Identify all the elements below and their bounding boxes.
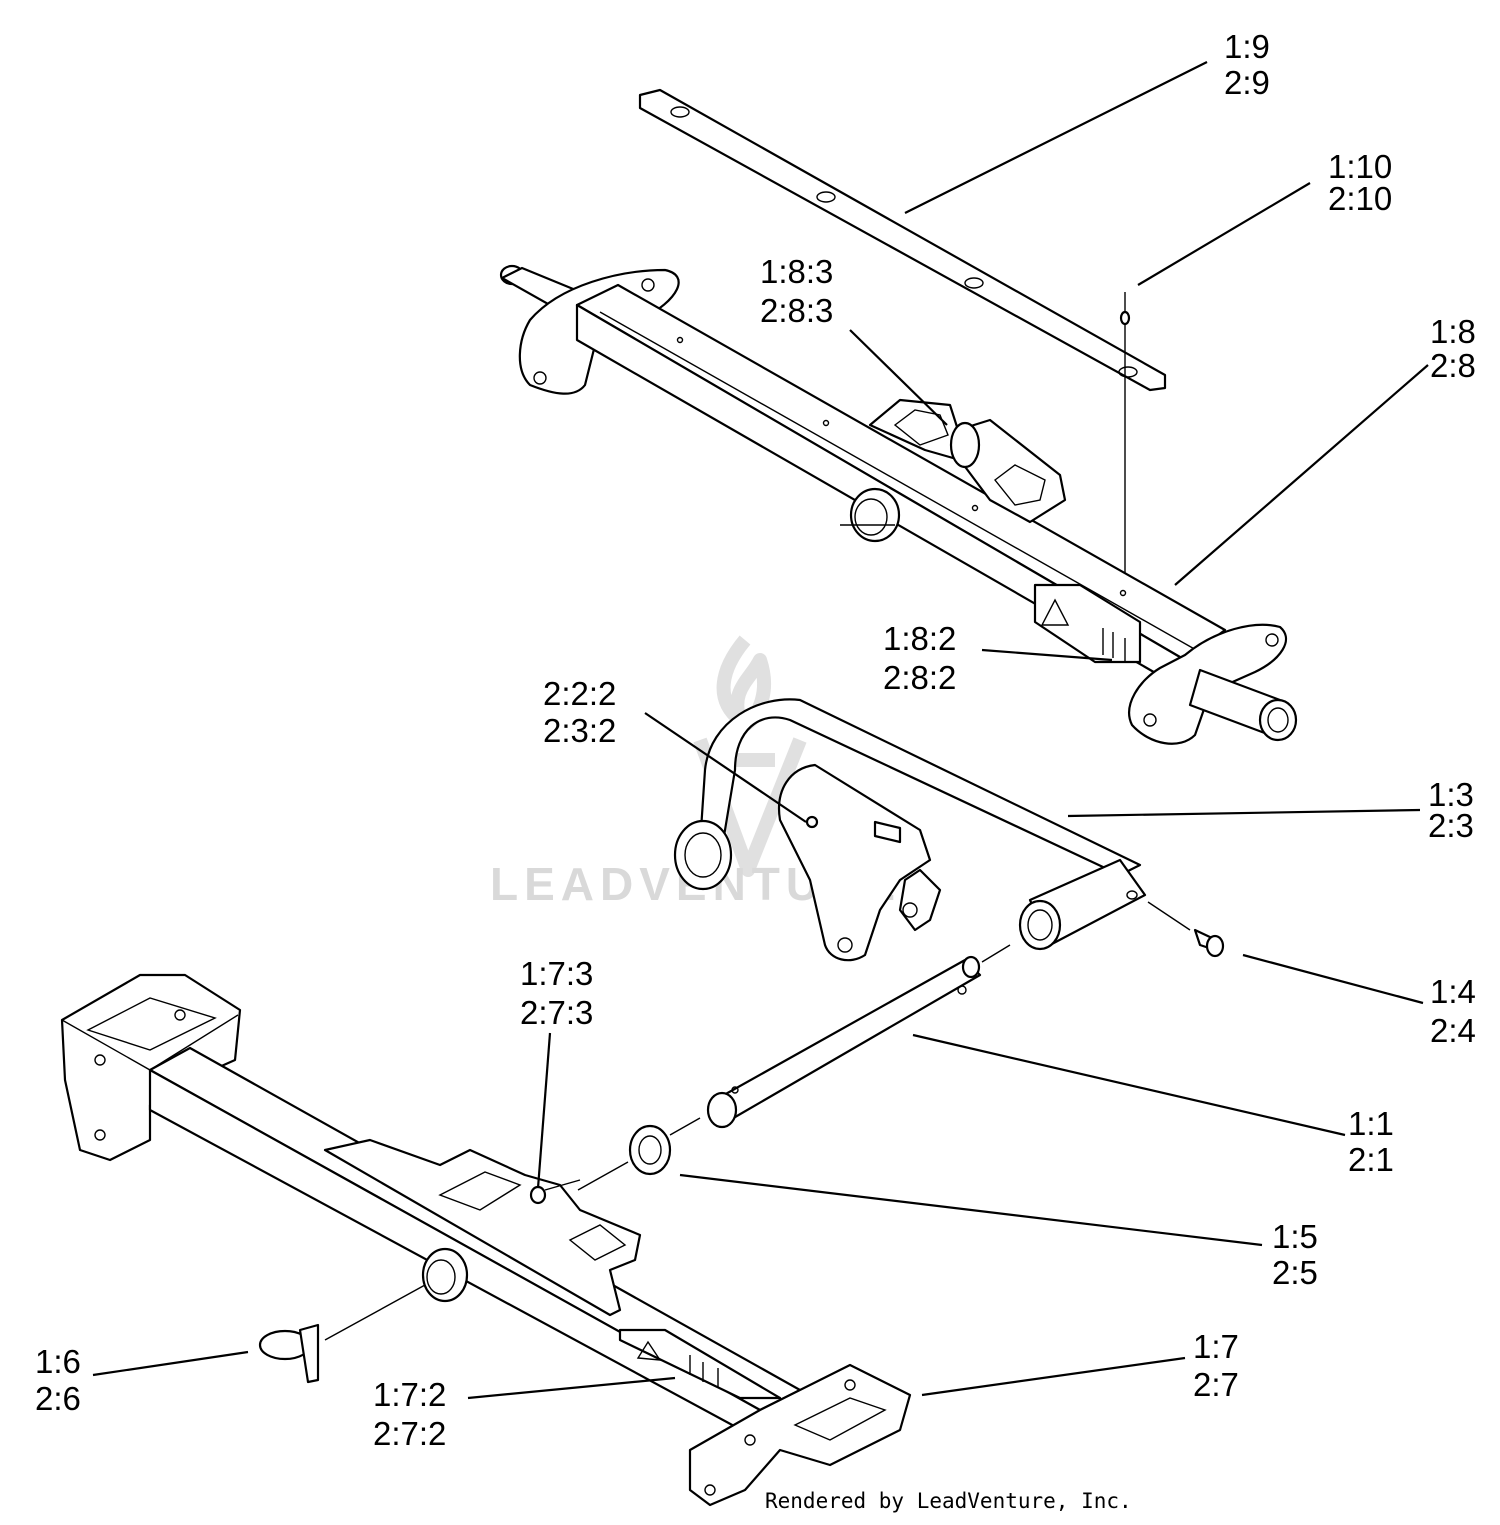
svg-text:2:1: 2:1 xyxy=(1348,1141,1394,1178)
callout-1-8: 1:8 2:8 xyxy=(1430,313,1476,384)
callout-1-9: 1:9 2:9 xyxy=(1224,28,1270,101)
credit-text: Rendered by LeadVenture, Inc. xyxy=(765,1489,1132,1513)
leader-lines xyxy=(92,61,1429,1400)
part-upper-axle xyxy=(499,264,1298,745)
callout-1-1: 1:1 2:1 xyxy=(1348,1105,1394,1178)
callout-2-2-2: 2:2:2 2:3:2 xyxy=(543,675,616,749)
svg-text:2:4: 2:4 xyxy=(1430,1012,1476,1049)
part-pivot-arm xyxy=(673,698,1147,962)
callout-1-7-2: 1:7:2 2:7:2 xyxy=(373,1376,446,1452)
svg-text:2:3: 2:3 xyxy=(1428,807,1474,844)
svg-text:1:7: 1:7 xyxy=(1193,1328,1239,1365)
callout-1-6: 1:6 2:6 xyxy=(35,1343,81,1417)
svg-text:1:8: 1:8 xyxy=(1430,313,1476,350)
part-pivot-pin xyxy=(669,944,1011,1136)
part-lower-axle xyxy=(60,973,912,1507)
part-flat-bar xyxy=(638,88,1167,392)
callout-1-7: 1:7 2:7 xyxy=(1193,1328,1239,1403)
svg-text:2:8:3: 2:8:3 xyxy=(760,292,833,329)
callout-1-8-2: 1:8:2 2:8:2 xyxy=(883,620,956,696)
svg-text:2:10: 2:10 xyxy=(1328,180,1392,217)
part-bolt xyxy=(1147,901,1225,958)
svg-text:1:5: 1:5 xyxy=(1272,1218,1318,1255)
part-lynch-pin xyxy=(258,1284,426,1384)
svg-text:2:3:2: 2:3:2 xyxy=(543,712,616,749)
svg-text:2:7:3: 2:7:3 xyxy=(520,994,593,1031)
callout-1-3: 1:3 2:3 xyxy=(1428,776,1474,844)
callout-1-5: 1:5 2:5 xyxy=(1272,1218,1318,1291)
part-washer xyxy=(577,1124,672,1191)
svg-text:1:7:2: 1:7:2 xyxy=(373,1376,446,1413)
svg-text:1:7:3: 1:7:3 xyxy=(520,955,593,992)
svg-text:2:8:2: 2:8:2 xyxy=(883,659,956,696)
svg-text:2:7: 2:7 xyxy=(1193,1366,1239,1403)
svg-text:2:9: 2:9 xyxy=(1224,64,1270,101)
callout-1-7-3: 1:7:3 2:7:3 xyxy=(520,955,593,1031)
callout-1-8-3: 1:8:3 2:8:3 xyxy=(760,253,833,329)
callout-1-4: 1:4 2:4 xyxy=(1430,973,1476,1049)
part-grease-fitting xyxy=(1119,292,1131,595)
svg-text:1:6: 1:6 xyxy=(35,1343,81,1380)
svg-text:2:2:2: 2:2:2 xyxy=(543,675,616,712)
svg-text:1:8:3: 1:8:3 xyxy=(760,253,833,290)
svg-text:2:8: 2:8 xyxy=(1430,347,1476,384)
svg-text:2:5: 2:5 xyxy=(1272,1254,1318,1291)
svg-text:2:7:2: 2:7:2 xyxy=(373,1415,446,1452)
svg-text:1:3: 1:3 xyxy=(1428,776,1474,813)
svg-text:2:6: 2:6 xyxy=(35,1380,81,1417)
svg-text:1:1: 1:1 xyxy=(1348,1105,1394,1142)
svg-text:1:4: 1:4 xyxy=(1430,973,1476,1010)
svg-text:1:10: 1:10 xyxy=(1328,148,1392,185)
callout-1-10: 1:10 2:10 xyxy=(1328,148,1392,217)
svg-text:1:8:2: 1:8:2 xyxy=(883,620,956,657)
svg-text:1:9: 1:9 xyxy=(1224,28,1270,65)
